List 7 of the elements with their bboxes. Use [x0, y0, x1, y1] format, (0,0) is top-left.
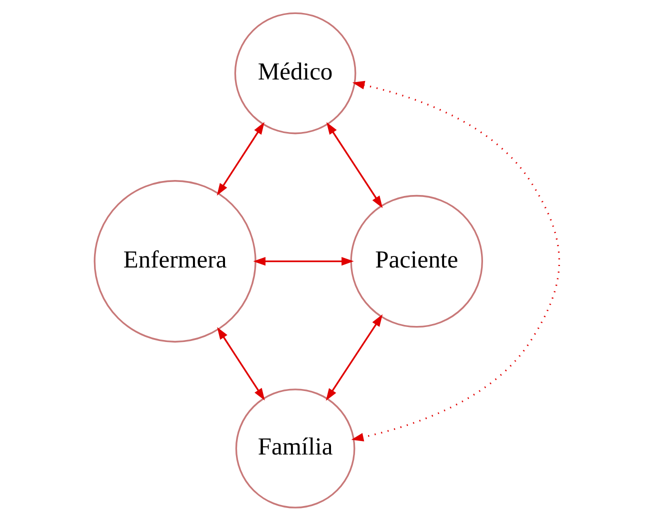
arrow — [217, 326, 265, 400]
node-circle: Enfermera — [94, 180, 256, 342]
arrow — [253, 256, 354, 266]
arrow — [216, 122, 264, 196]
arrow — [351, 80, 560, 441]
arrow — [326, 122, 383, 208]
arrow — [326, 314, 383, 400]
